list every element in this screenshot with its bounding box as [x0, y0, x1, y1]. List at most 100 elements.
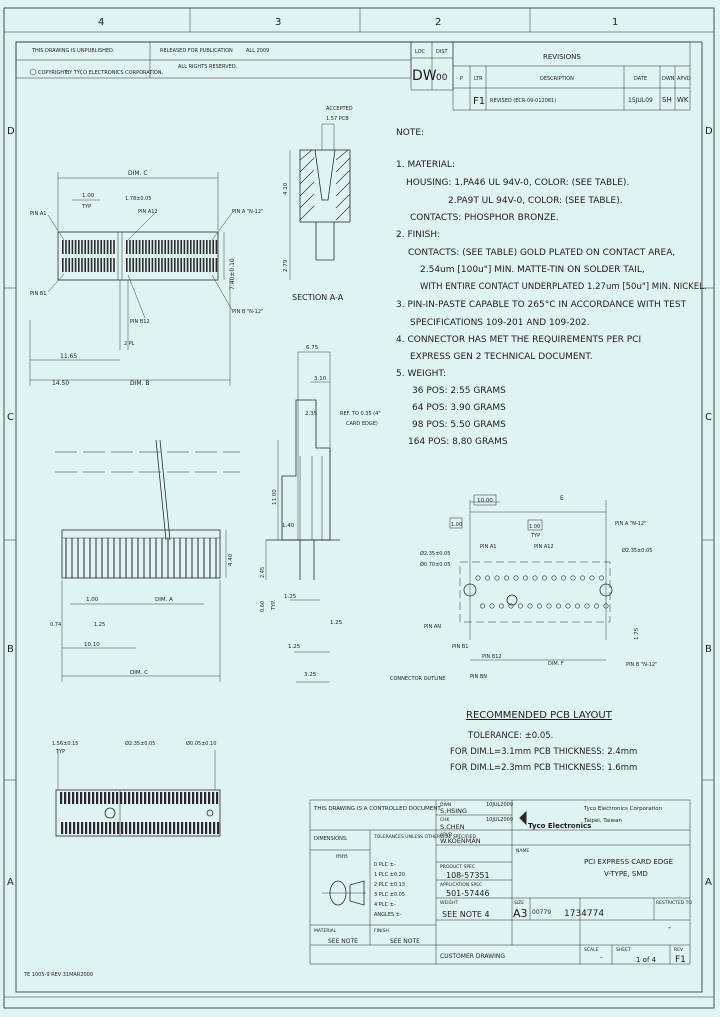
zone-top-1: 1 — [612, 17, 618, 28]
pcb-hole — [503, 575, 509, 581]
bottom-contact-lower — [65, 822, 68, 834]
tb-tolerances: TOLERANCES UNLESS OTHERWISE SPECIFIED — [373, 834, 476, 840]
top-pin-b1: PIN B1 — [30, 291, 46, 297]
pcb-hole-2: Ø0.70±0.05 — [420, 561, 450, 568]
bottom-contact — [62, 258, 64, 272]
top-contact — [158, 240, 160, 254]
pcb-pin-bn2: PIN B "N-12" — [626, 662, 657, 668]
tb-tol-4: 4 PLC ±- — [374, 902, 396, 908]
top-pin-b12: PIN B12 — [130, 319, 150, 325]
bottom-contact-lower — [69, 822, 72, 834]
top-contact — [103, 240, 106, 254]
top-contact — [180, 240, 182, 254]
tb-dwn-name: S.HSING — [440, 807, 467, 815]
top-contact — [126, 240, 128, 254]
side-dim-060: 0.60 — [260, 601, 266, 612]
tb-apvd-name: W.KOENMAN — [440, 837, 481, 845]
bottom-contact — [94, 258, 96, 272]
bottom-contact-lower — [121, 822, 124, 834]
bottom-contact — [215, 258, 218, 272]
pcb-hole — [508, 603, 514, 609]
zone-top-2: 2 — [435, 17, 441, 28]
note-line-10: SPECIFICATIONS 109-201 AND 109-202. — [410, 318, 590, 328]
section-a-a: ACCEPTED 1.57 PCB 4.10 2.79 SECTION A-A — [283, 106, 353, 302]
pcb-hole — [584, 603, 590, 609]
zone-side-d-right: D — [705, 126, 713, 137]
pcb-hole — [546, 603, 552, 609]
bottom-view: 1.56±0.15 TYP Ø2.35±0.05 Ø0.05±0.10 — [52, 740, 221, 837]
bottom-contact-lower — [129, 822, 132, 834]
front-dim-a: DIM. A — [155, 597, 173, 603]
note-line-17: 164 POS: 8.80 GRAMS — [408, 437, 508, 447]
top-contact — [142, 240, 144, 254]
bottom-contact — [158, 258, 160, 272]
bottom-contact — [167, 258, 170, 272]
bottom-contact — [142, 258, 144, 272]
publication-block: THIS DRAWING IS UNPUBLISHED. RELEASED FO… — [15, 41, 454, 91]
bottom-contact-upper — [72, 792, 75, 804]
bottom-contact-lower — [181, 822, 184, 834]
pcb-dim-1000: 10.00 — [477, 498, 493, 504]
bottom-contact-upper — [120, 792, 123, 804]
note-line-16: 98 POS: 5.50 GRAMS — [412, 420, 506, 430]
bottom-contact-upper — [128, 792, 131, 804]
pcb-dim-175: 1.75 — [634, 627, 640, 640]
top-contact — [202, 240, 205, 254]
tb-material-label: MATERIAL — [314, 928, 337, 934]
tb-application-spec-val: 501-57446 — [446, 889, 490, 898]
front-dim-440: 4.40 — [228, 553, 234, 566]
bottom-contact — [97, 258, 99, 272]
bottom-contact-lower — [109, 822, 112, 834]
front-view: 4.40 1.00 DIM. A 0.74 1.25 10.10 DIM. C — [50, 439, 240, 682]
bottom-contact-lower — [169, 822, 172, 834]
top-pl: 2 PL — [124, 341, 135, 347]
top-contact — [209, 240, 211, 254]
bottom-contact-lower — [89, 822, 92, 834]
bottom-contact-lower — [117, 822, 120, 834]
pcb-dim-e: E — [560, 495, 564, 502]
front-dim-1010: 10.10 — [84, 642, 100, 648]
bottom-contact — [202, 258, 205, 272]
bottom-contact-upper — [104, 792, 107, 804]
top-dim-c: DIM. C — [128, 170, 148, 177]
top-contact — [84, 240, 86, 254]
tb-scale-label: SCALE — [584, 947, 599, 953]
tb-sheet-label: SHEET — [616, 947, 631, 953]
pcb-connector-outline: CONNECTOR OUTLINE — [390, 676, 445, 682]
side-dim-140: 1.40 — [282, 523, 295, 529]
top-dim-100: 1.00 — [82, 193, 95, 199]
bottom-contact-lower — [177, 822, 180, 834]
side-dim-1100: 11.00 — [272, 489, 278, 505]
tb-name-label: NAME — [516, 848, 529, 854]
section-dim-410: 4.10 — [283, 182, 289, 195]
top-contact — [148, 240, 150, 254]
side-ref-card2: CARD EDGE) — [346, 421, 378, 427]
pcb-hole — [570, 575, 576, 581]
note-line-15: 64 POS: 3.90 GRAMS — [412, 403, 506, 413]
pcb-hole — [532, 575, 538, 581]
bottom-contact — [199, 258, 202, 272]
bottom-contact-lower — [97, 822, 100, 834]
rev-header-date: DATE — [634, 76, 647, 82]
top-contact — [135, 240, 138, 254]
bottom-contact-lower — [73, 822, 76, 834]
bottom-contact-upper — [108, 792, 111, 804]
notes-header: NOTE: — [396, 128, 424, 138]
pcb-hole — [589, 575, 595, 581]
pcb-pin-b12: PIN B12 — [482, 654, 502, 660]
bottom-contact — [87, 258, 90, 272]
tb-chk-name: S.CHEN — [440, 823, 465, 831]
pcb-dim-100a: 1.00 — [451, 522, 462, 528]
zone-top-4: 4 — [98, 17, 104, 28]
zone-side-b-right: B — [705, 644, 712, 655]
tb-controlled: THIS DRAWING IS A CONTROLLED DOCUMENT. — [313, 806, 442, 812]
side-dim-325: 3.25 — [304, 672, 317, 678]
bottom-contact-lower — [189, 822, 192, 834]
bottom-contact-upper — [160, 792, 163, 804]
side-dim-310: 3.10 — [314, 376, 327, 382]
front-dim-125: 1.25 — [94, 622, 105, 628]
bottom-contact — [154, 258, 157, 272]
top-contact — [113, 240, 115, 254]
bottom-contact — [148, 258, 150, 272]
